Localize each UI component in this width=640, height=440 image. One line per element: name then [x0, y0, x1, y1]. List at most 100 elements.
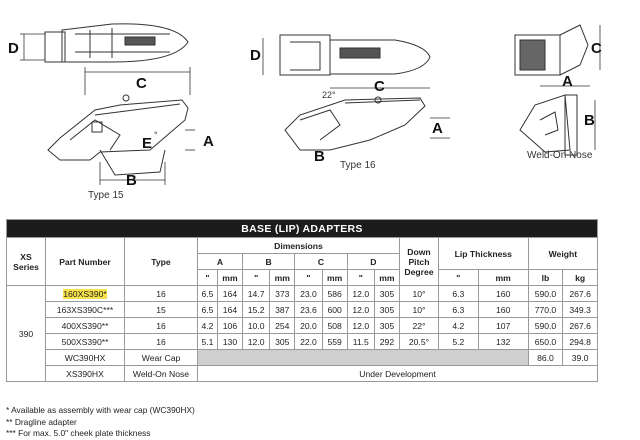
weight-kg-cell: 267.6 — [562, 285, 598, 302]
d-in-cell: 12.0 — [346, 285, 375, 302]
type-cell: Weld-On Nose — [124, 365, 198, 382]
b-in-cell: 15.2 — [241, 301, 271, 318]
b-in-cell: 10.0 — [241, 317, 271, 334]
unit-mm: mm — [373, 269, 400, 286]
weight-kg-cell: 349.3 — [562, 301, 598, 318]
header-c: C — [294, 253, 348, 270]
c-mm-cell: 559 — [321, 333, 348, 350]
b-mm-cell: 305 — [269, 333, 296, 350]
type-cell: Wear Cap — [124, 349, 198, 366]
type16-side-view — [284, 96, 426, 151]
weight-lb-cell: 590.0 — [527, 285, 564, 302]
weight-lb-cell: 650.0 — [527, 333, 564, 350]
part-number-cell: 160XS390* — [45, 285, 125, 302]
a-mm-cell: 130 — [216, 333, 243, 350]
part-number-cell: 400XS390** — [45, 317, 125, 334]
part-number-cell: 500XS390** — [45, 333, 125, 350]
a-in-cell: 6.5 — [197, 285, 218, 302]
c-in-cell: 20.0 — [294, 317, 323, 334]
type16-top-view — [279, 34, 431, 76]
dim-label-a-type16: A — [432, 120, 443, 137]
c-mm-cell: 508 — [321, 317, 348, 334]
c-mm-cell: 600 — [321, 301, 348, 318]
part-number-cell: XS390HX — [45, 365, 125, 382]
dim-label-c-type16: C — [374, 78, 385, 95]
dim-label-b: B — [126, 172, 137, 189]
lip-in-cell: 5.2 — [437, 333, 479, 350]
weight-lb-cell: 590.0 — [527, 317, 564, 334]
table-row: 390 160XS390* 16 6.5 164 14.7 373 23.0 5… — [6, 285, 598, 382]
a-mm-cell: 164 — [216, 285, 243, 302]
not-applicable-cell — [197, 349, 529, 366]
d-mm-cell: 305 — [373, 317, 400, 334]
unit-in: " — [197, 269, 218, 286]
b-in-cell: 12.0 — [241, 333, 271, 350]
highlighted-part: 160XS390* — [63, 288, 107, 299]
footnote: *** For max. 5.0" cheek plate thickness — [6, 428, 151, 438]
weight-kg-cell: 267.6 — [562, 317, 598, 334]
weld-nose-caption: Weld-On Nose — [527, 150, 593, 161]
d-in-cell: 12.0 — [346, 301, 375, 318]
unit-lb: lb — [527, 269, 564, 286]
lip-in-cell: 6.3 — [437, 285, 479, 302]
unit-mm: mm — [321, 269, 348, 286]
footnotes: * Available as assembly with wear cap (W… — [6, 405, 195, 440]
unit-in: " — [437, 269, 479, 286]
c-in-cell: 23.6 — [294, 301, 323, 318]
lip-mm-cell: 160 — [477, 285, 529, 302]
lip-in-cell: 4.2 — [437, 317, 479, 334]
table-row: 500XS390** 16 5.1 130 12.0 305 22.0 559 … — [7, 333, 598, 350]
table-row-wear-cap: WC390HX Wear Cap 86.0 39.0 — [7, 349, 598, 366]
unit-mm: mm — [269, 269, 296, 286]
type15-caption: Type 15 — [88, 190, 124, 201]
header-weight: Weight — [527, 237, 599, 270]
unit-kg: kg — [562, 269, 598, 286]
angle-label-22: 22° — [322, 90, 336, 100]
type-cell: 16 — [124, 285, 198, 302]
part-number-cell: 163XS390C*** — [45, 301, 125, 318]
type-cell: 15 — [124, 301, 198, 318]
type16-caption: Type 16 — [340, 160, 376, 171]
c-in-cell: 23.0 — [294, 285, 323, 302]
d-in-cell: 11.5 — [346, 333, 375, 350]
header-down-pitch: Down Pitch Degree — [398, 237, 439, 286]
type-cell: 16 — [124, 333, 198, 350]
b-mm-cell: 373 — [269, 285, 296, 302]
header-part-number: Part Number — [45, 237, 125, 286]
weld-nose-top-view — [514, 24, 589, 76]
type15-top-view — [44, 23, 189, 63]
d-in-cell: 12.0 — [346, 317, 375, 334]
d-mm-cell: 305 — [373, 285, 400, 302]
table-row: 400XS390** 16 4.2 106 10.0 254 20.0 508 … — [7, 317, 598, 334]
series-cell: 390 — [6, 285, 46, 382]
lip-mm-cell: 160 — [477, 301, 529, 318]
part-number-cell: WC390HX — [45, 349, 125, 366]
table-row: 163XS390C*** 15 6.5 164 15.2 387 23.6 60… — [7, 301, 598, 318]
dim-label-c: C — [136, 75, 147, 92]
b-mm-cell: 254 — [269, 317, 296, 334]
pitch-cell: 20.5° — [398, 333, 439, 350]
unit-mm: mm — [216, 269, 243, 286]
dim-label-b-type16: B — [314, 148, 325, 165]
dim-label-d: D — [8, 40, 19, 57]
footnote: ** Dragline adapter — [6, 416, 77, 427]
footnote: * Available as assembly with wear cap (W… — [6, 405, 195, 415]
header-type: Type — [124, 237, 198, 286]
pitch-cell: 22° — [398, 317, 439, 334]
dim-label-c-weld: C — [591, 40, 602, 57]
c-in-cell: 22.0 — [294, 333, 323, 350]
unit-in: " — [294, 269, 323, 286]
weight-lb-cell: 770.0 — [527, 301, 564, 318]
d-mm-cell: 292 — [373, 333, 400, 350]
b-in-cell: 14.7 — [241, 285, 271, 302]
lip-mm-cell: 107 — [477, 317, 529, 334]
adapter-line-drawings — [20, 23, 601, 185]
header-b: B — [241, 253, 296, 270]
dim-label-d-type16: D — [250, 47, 261, 64]
b-mm-cell: 387 — [269, 301, 296, 318]
table-row-weld-nose: XS390HX Weld-On Nose Under Development — [7, 365, 598, 382]
table-title: BASE (LIP) ADAPTERS — [6, 219, 598, 238]
dim-label-a: A — [203, 133, 214, 150]
pitch-cell: 10° — [398, 301, 439, 318]
dim-label-e: E — [142, 135, 153, 152]
